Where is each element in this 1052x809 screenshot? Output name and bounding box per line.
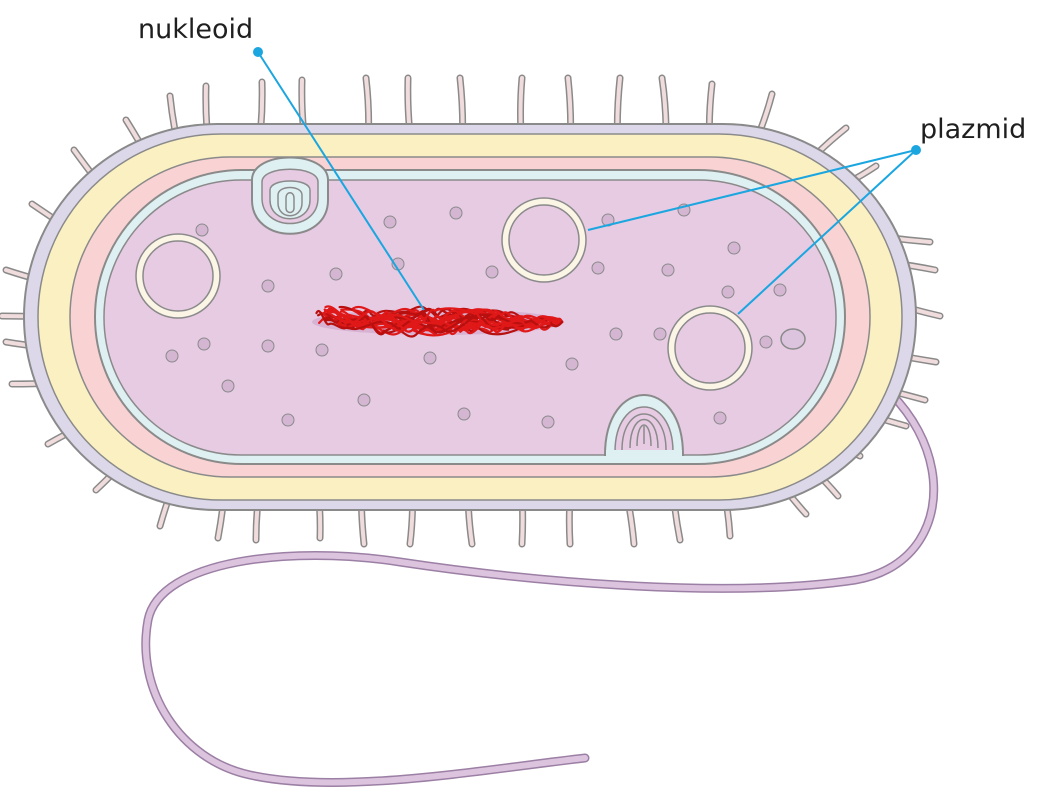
nucleoid-leader-dot bbox=[253, 47, 263, 57]
ribosome bbox=[653, 327, 667, 341]
leader-lines bbox=[257, 51, 917, 315]
plasmid-3 bbox=[667, 305, 753, 391]
ribosome bbox=[261, 339, 275, 353]
nucleoid-leader-line bbox=[257, 51, 425, 311]
ribosome bbox=[261, 279, 275, 293]
dna-strand bbox=[315, 310, 564, 338]
ribosome bbox=[541, 415, 555, 429]
ribosome bbox=[195, 223, 209, 237]
dna-strand bbox=[323, 307, 551, 333]
ribosome bbox=[721, 285, 735, 299]
plasmid-1 bbox=[135, 233, 221, 319]
ribosome bbox=[449, 206, 463, 220]
ribosome bbox=[713, 411, 727, 425]
nucleoid-label: nukleoid bbox=[138, 14, 254, 45]
ribosome bbox=[609, 327, 623, 341]
ribosome bbox=[383, 215, 397, 229]
plasmid-leader-line-2 bbox=[737, 149, 917, 315]
ribosome bbox=[759, 335, 773, 349]
plasmid-2 bbox=[501, 197, 587, 283]
ribosome bbox=[565, 357, 579, 371]
plasmid-leader-dot bbox=[911, 145, 921, 155]
plasmid-leader-line-1 bbox=[587, 149, 917, 231]
nucleoid-dna bbox=[312, 305, 564, 338]
mesosome-bottom bbox=[603, 394, 685, 458]
ribosome bbox=[591, 261, 605, 275]
ribosome bbox=[457, 407, 471, 421]
ribosome bbox=[727, 241, 741, 255]
flagellum-basal-body bbox=[780, 328, 806, 350]
ribosome bbox=[357, 393, 371, 407]
ribosome bbox=[423, 351, 437, 365]
ribosome bbox=[773, 283, 787, 297]
ribosome bbox=[485, 265, 499, 279]
ribosomes bbox=[165, 203, 787, 429]
ribosome bbox=[165, 349, 179, 363]
plasmid-label: plazmid bbox=[920, 114, 1027, 145]
ribosome bbox=[329, 267, 343, 281]
ribosome bbox=[661, 263, 675, 277]
mesosome-top bbox=[251, 156, 329, 235]
ribosome bbox=[315, 343, 329, 357]
ribosome bbox=[197, 337, 211, 351]
dna-strand bbox=[322, 308, 564, 331]
ribosome bbox=[221, 379, 235, 393]
ribosome bbox=[281, 413, 295, 427]
